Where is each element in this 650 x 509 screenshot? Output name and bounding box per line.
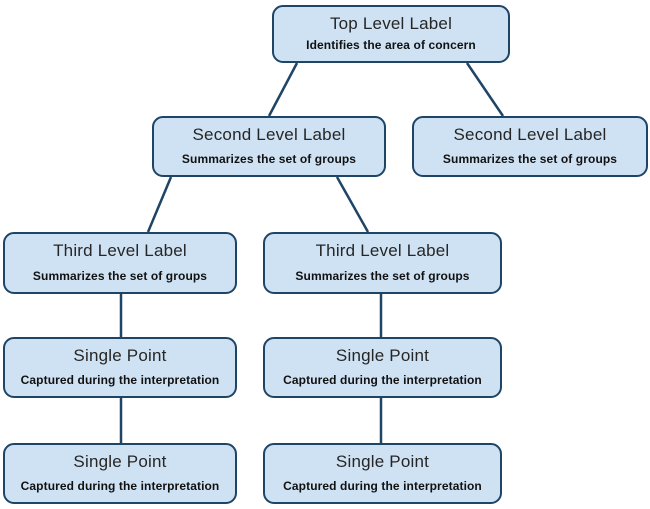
node-subtitle-second-right: Summarizes the set of groups bbox=[442, 151, 618, 166]
node-subtitle-point-center-2: Captured during the interpretation bbox=[283, 478, 482, 493]
node-title-second-right: Second Level Label bbox=[453, 125, 607, 144]
node-subtitle-third-center: Summarizes the set of groups bbox=[295, 268, 470, 283]
node-title-point-center-2: Single Point bbox=[335, 452, 430, 471]
node-subtitle-third-left: Summarizes the set of groups bbox=[32, 268, 208, 283]
node-title-point-left-2: Single Point bbox=[73, 452, 167, 471]
node-title-third-left: Third Level Label bbox=[53, 241, 187, 260]
connector-top-to-second-left bbox=[267, 62, 299, 117]
connector-top-to-second-right bbox=[465, 62, 505, 117]
node-title-point-center-1: Single Point bbox=[335, 346, 430, 365]
node-title-third-center: Third Level Label bbox=[315, 241, 450, 260]
node-title-top: Top Level Label bbox=[329, 14, 453, 33]
node-subtitle-point-left-2: Captured during the interpretation bbox=[20, 478, 220, 493]
connector-second-left-to-third-left bbox=[146, 176, 173, 233]
node-title-point-left-1: Single Point bbox=[73, 346, 167, 365]
node-title-second-left: Second Level Label bbox=[192, 125, 346, 144]
node-subtitle-point-left-1: Captured during the interpretation bbox=[20, 372, 220, 387]
node-subtitle-second-left: Summarizes the set of groups bbox=[181, 151, 357, 166]
connector-second-left-to-third-center bbox=[335, 176, 370, 233]
node-subtitle-point-center-1: Captured during the interpretation bbox=[283, 372, 482, 387]
node-subtitle-top: Identifies the area of concern bbox=[306, 37, 476, 52]
